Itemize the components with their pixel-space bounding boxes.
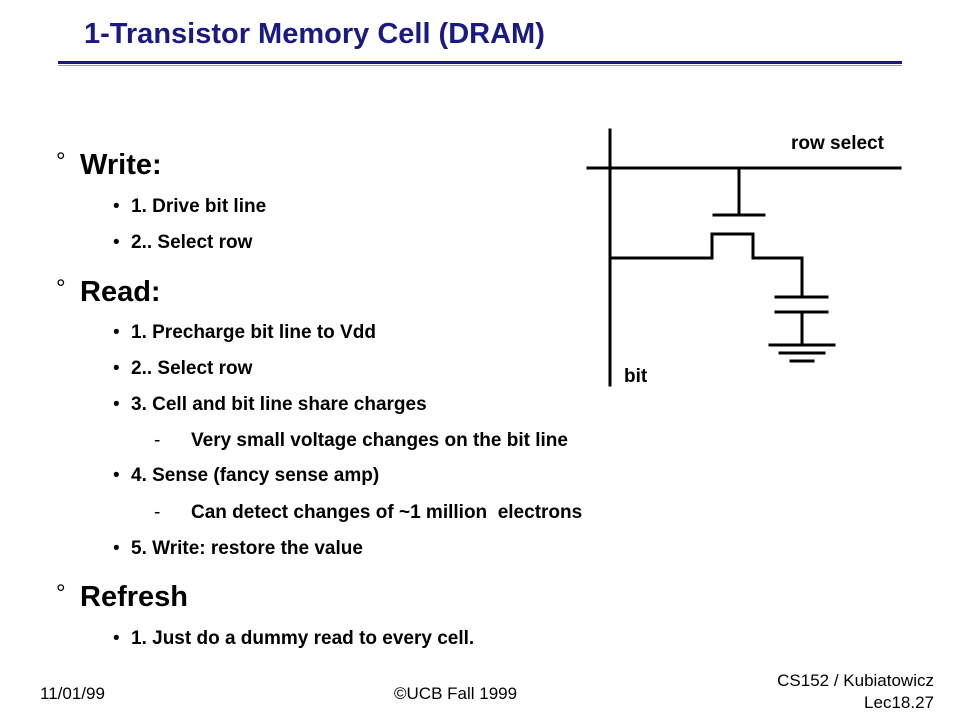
- write-heading: ° Write:: [56, 148, 162, 182]
- footer-lecture: Lec18.27: [864, 693, 934, 712]
- degree-bullet: °: [56, 580, 66, 607]
- read-subitem-1: - Very small voltage changes on the bit l…: [154, 430, 568, 452]
- read-item-5: • 5. Write: restore the value: [113, 538, 363, 560]
- bullet-dot: •: [113, 322, 120, 343]
- write-item-1-text: 1. Drive bit line: [131, 196, 267, 217]
- degree-bullet: °: [56, 148, 66, 175]
- slide-title: 1-Transistor Memory Cell (DRAM): [84, 18, 545, 50]
- read-item-4-text: 4. Sense (fancy sense amp): [131, 465, 380, 486]
- refresh-heading: ° Refresh: [56, 580, 188, 614]
- read-heading-text: Read:: [80, 276, 161, 308]
- title-underline: [58, 61, 902, 64]
- footer-copyright: ©UCB Fall 1999: [394, 684, 518, 703]
- read-item-3-text: 3. Cell and bit line share charges: [131, 394, 427, 415]
- read-subitem-1-text: Very small voltage changes on the bit li…: [191, 430, 568, 451]
- refresh-heading-text: Refresh: [80, 581, 188, 613]
- footer-course-info: CS152 / Kubiatowicz Lec18.27: [777, 670, 934, 714]
- degree-bullet: °: [56, 275, 66, 302]
- write-item-1: • 1. Drive bit line: [113, 196, 266, 218]
- dash-bullet: -: [154, 502, 161, 523]
- footer-course: CS152 / Kubiatowicz: [777, 671, 934, 690]
- bullet-dot: •: [113, 465, 120, 486]
- read-heading: ° Read:: [56, 275, 161, 309]
- write-heading-text: Write:: [80, 149, 162, 181]
- refresh-item-1-text: 1. Just do a dummy read to every cell.: [131, 628, 475, 649]
- read-item-4: • 4. Sense (fancy sense amp): [113, 465, 379, 487]
- bullet-dot: •: [113, 538, 120, 559]
- refresh-item-1: • 1. Just do a dummy read to every cell.: [113, 628, 474, 650]
- read-item-2: • 2.. Select row: [113, 358, 252, 380]
- dash-bullet: -: [154, 430, 161, 451]
- write-item-2-text: 2.. Select row: [131, 232, 253, 253]
- bullet-dot: •: [113, 358, 120, 379]
- read-item-1: • 1. Precharge bit line to Vdd: [113, 322, 376, 344]
- read-subitem-2: - Can detect changes of ~1 million electr…: [154, 502, 582, 524]
- read-item-5-text: 5. Write: restore the value: [131, 538, 363, 559]
- title-underline-shadow: [58, 65, 902, 66]
- dram-cell-diagram: [586, 128, 902, 387]
- row-select-label: row select: [791, 133, 884, 154]
- write-item-2: • 2.. Select row: [113, 232, 252, 254]
- read-subitem-2-text: Can detect changes of ~1 million electro…: [191, 502, 583, 523]
- read-item-1-text: 1. Precharge bit line to Vdd: [131, 322, 376, 343]
- bullet-dot: •: [113, 232, 120, 253]
- transistor-channel: [608, 232, 804, 299]
- footer-date: 11/01/99: [40, 684, 105, 703]
- bullet-dot: •: [113, 628, 120, 649]
- read-item-2-text: 2.. Select row: [131, 358, 253, 379]
- bullet-dot: •: [113, 394, 120, 415]
- bit-label: bit: [624, 366, 648, 387]
- bullet-dot: •: [113, 196, 120, 217]
- read-item-3: • 3. Cell and bit line share charges: [113, 394, 427, 416]
